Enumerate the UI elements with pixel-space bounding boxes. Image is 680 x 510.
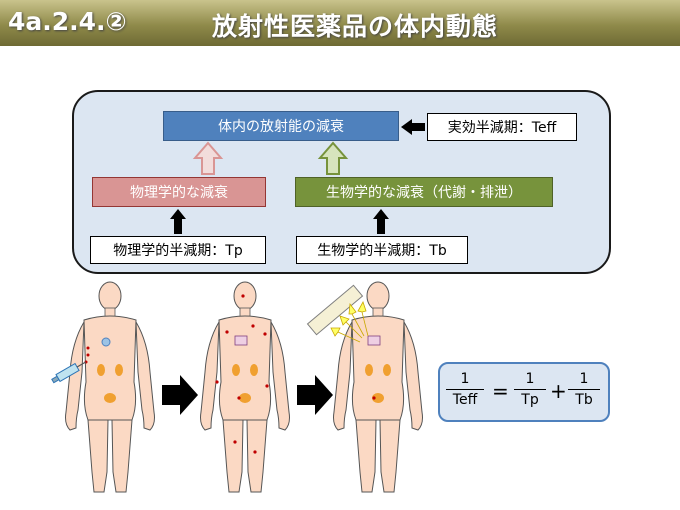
tb-denominator: Tb: [575, 392, 593, 408]
decay-box: 体内の放射能の減衰: [163, 111, 399, 141]
right-arrow-icon-2: [297, 375, 333, 415]
physical-decay-box: 物理学的な減衰: [92, 177, 266, 207]
lhs-denominator: Teff: [452, 392, 478, 408]
up-arrow-icon-black-left: [170, 209, 186, 234]
page-title: 放射性医薬品の体内動態: [212, 12, 499, 41]
physical-half-life-box: 物理学的半減期：Tp: [90, 236, 266, 264]
section-number: 4a.2.4.②: [8, 7, 127, 36]
human-body-icon-1: [65, 281, 155, 493]
human-body-icon-2: [200, 281, 290, 493]
up-arrow-icon-green: [317, 141, 349, 175]
right-arrow-icon-1: [162, 375, 198, 415]
lhs-numerator: 1: [460, 371, 470, 387]
effective-half-life-box: 実効半減期：Teff: [427, 113, 577, 141]
detector-plate-icon: [306, 284, 364, 336]
title-banner: 4a.2.4.② 放射性医薬品の体内動態: [0, 0, 680, 46]
biological-half-life-box: 生物学的半減期：Tb: [296, 236, 468, 264]
up-arrow-icon-pink: [192, 141, 224, 175]
up-arrow-icon-black-right: [373, 209, 389, 234]
tb-fraction: 1 Tb: [568, 370, 600, 409]
human-body-icon-3: [333, 281, 423, 493]
plus-sign: +: [550, 379, 567, 403]
syringe-icon: [51, 361, 87, 384]
equals-sign: =: [492, 379, 509, 403]
tp-denominator: Tp: [521, 392, 539, 408]
tb-numerator: 1: [579, 371, 589, 387]
tp-numerator: 1: [525, 371, 535, 387]
formula-box: 1 Teff = 1 Tp + 1 Tb: [438, 362, 610, 422]
radiation-arrows-icon: [330, 301, 369, 343]
tp-fraction: 1 Tp: [514, 370, 546, 409]
left-arrow-icon: [401, 119, 425, 135]
lhs-fraction: 1 Teff: [446, 370, 484, 409]
biological-decay-box: 生物学的な減衰（代謝・排泄）: [295, 177, 553, 207]
